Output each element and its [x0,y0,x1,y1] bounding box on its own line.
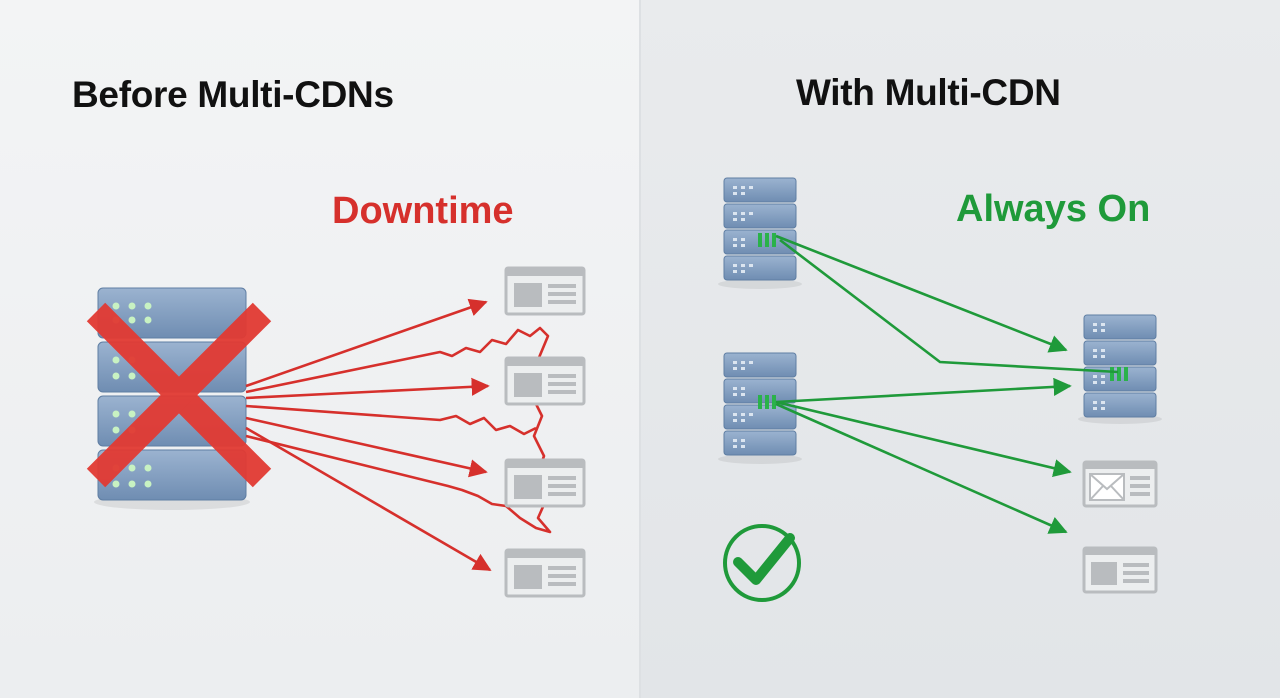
panel-divider [639,0,641,698]
after-title: With Multi-CDN [796,72,1061,113]
before-title: Before Multi-CDNs [72,74,394,115]
broken-connection-arrows [245,298,552,572]
browser-window-icon [504,548,586,598]
after-panel [640,0,1280,698]
browser-window-icon [504,356,586,406]
cdn-server-middle-icon [718,352,802,464]
cdn-server-target-icon [1078,314,1162,424]
browser-window-icon [1082,546,1158,594]
healthy-connection-arrows [775,234,1119,534]
envelope-icon [1082,460,1158,508]
browser-window-icon [504,458,586,508]
always-on-label: Always On [956,188,1151,230]
downtime-label: Downtime [332,190,514,232]
checkmark-circle-icon [723,524,801,602]
red-x-icon [86,302,272,488]
cdn-server-top-icon [718,177,802,289]
browser-window-icon [504,266,586,316]
